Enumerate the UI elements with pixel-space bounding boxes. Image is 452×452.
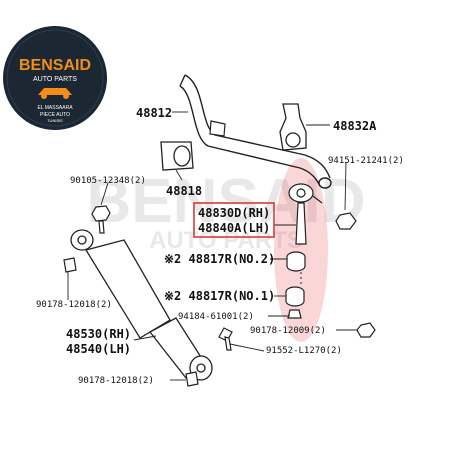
label-90178-12018-top: 90178-12018(2) bbox=[36, 300, 112, 310]
label-48830d: 48830D(RH) bbox=[198, 206, 270, 220]
label-48530: 48530(RH) bbox=[66, 327, 131, 341]
watermark: BENSAID AUTO PARTS bbox=[86, 167, 365, 254]
bracket-48832a bbox=[279, 103, 307, 151]
car-icon bbox=[38, 88, 72, 99]
label-48832a: 48832A bbox=[333, 119, 377, 133]
cushion-no1 bbox=[285, 286, 305, 307]
label-48540: 48540(LH) bbox=[66, 342, 131, 356]
nut-94184 bbox=[287, 309, 302, 319]
washer-90178-top bbox=[63, 257, 77, 273]
label-90178-12009: 90178-12009(2) bbox=[250, 326, 326, 336]
shock-absorber bbox=[70, 229, 213, 381]
link-label-box bbox=[193, 202, 275, 238]
label-91552: 91552-L1270(2) bbox=[266, 346, 342, 356]
bushing-48818 bbox=[160, 141, 194, 171]
label-94151: 94151-21241(2) bbox=[328, 156, 404, 166]
logo-sub1: EL MASSAARA bbox=[37, 105, 73, 111]
bolt-91552 bbox=[218, 327, 233, 351]
nut-94151 bbox=[335, 212, 357, 230]
label-48817r-no2: ※2 48817R(NO.2) bbox=[164, 252, 275, 266]
logo-tagline: AUTO PARTS bbox=[33, 76, 77, 83]
label-90105: 90105-12348(2) bbox=[70, 176, 146, 186]
leader-lines bbox=[67, 111, 357, 381]
label-94184: 94184-61001(2) bbox=[178, 312, 254, 322]
stabilizer-link bbox=[288, 183, 323, 245]
watermark-sub: AUTO PARTS bbox=[149, 227, 303, 254]
bolt-90105 bbox=[91, 205, 111, 234]
label-90178-12018-bottom: 90178-12018(2) bbox=[78, 376, 154, 386]
watermark-main: BENSAID bbox=[86, 167, 365, 236]
label-48812: 48812 bbox=[136, 106, 172, 120]
logo-sub2: PIECE AUTO bbox=[40, 112, 70, 118]
cushion-no2 bbox=[286, 251, 306, 272]
washer-90178-bottom bbox=[185, 371, 199, 387]
nut-90178-12009 bbox=[356, 322, 376, 338]
brand-logo: BENSAID AUTO PARTS EL MASSAARA PIECE AUT… bbox=[3, 26, 107, 130]
bar-clamp bbox=[209, 120, 226, 137]
label-48817r-no1: ※2 48817R(NO.1) bbox=[164, 289, 275, 303]
logo-sub3: TUNISIE bbox=[47, 118, 63, 123]
logo-brand: BENSAID bbox=[19, 57, 91, 74]
label-48818: 48818 bbox=[166, 184, 202, 198]
label-48840a: 48840A(LH) bbox=[198, 221, 270, 235]
